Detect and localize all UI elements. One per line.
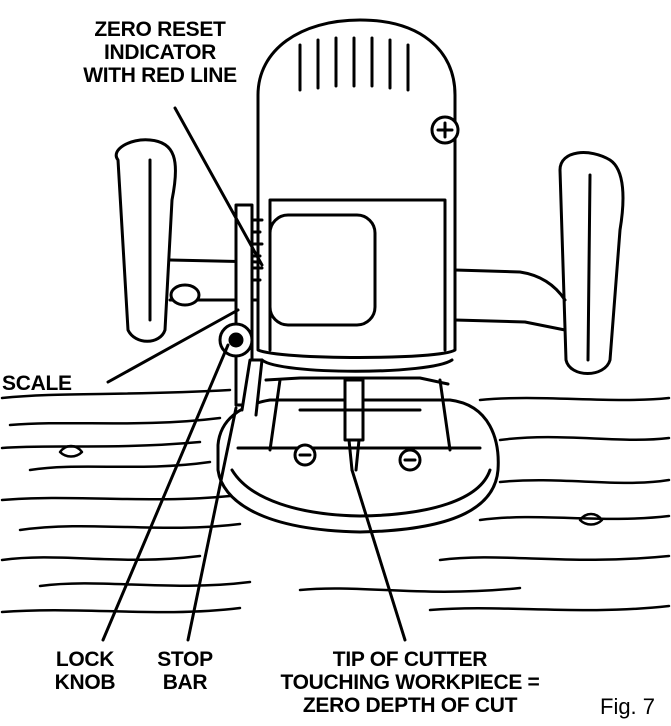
- depth-scale-assembly: [218, 203, 264, 417]
- lock-knob-line-2: KNOB: [54, 671, 116, 694]
- tip-of-cutter-label: TIP OF CUTTER TOUCHING WORKPIECE = ZERO …: [270, 648, 550, 717]
- router-motor-housing: [256, 18, 457, 386]
- zero-reset-line-1: ZERO RESET: [94, 18, 226, 41]
- tip-of-cutter-line-3: ZERO DEPTH OF CUT: [302, 694, 518, 717]
- tip-of-cutter-line-1: TIP OF CUTTER: [332, 648, 488, 671]
- right-handle: [430, 115, 625, 375]
- cutter-bit: [268, 378, 452, 472]
- leader-lines: [101, 106, 407, 642]
- stop-bar-line-1: STOP: [157, 648, 213, 671]
- zero-reset-indicator-label: ZERO RESET INDICATOR WITH RED LINE: [75, 18, 245, 87]
- left-handle: [114, 138, 260, 343]
- lock-knob-line-1: LOCK: [55, 648, 115, 671]
- stop-bar-label: STOP BAR: [140, 648, 230, 694]
- stop-bar-line-2: BAR: [162, 671, 208, 694]
- workpiece-wood-grain: [0, 388, 671, 614]
- scale-text: SCALE: [2, 372, 72, 395]
- zero-reset-line-3: WITH RED LINE: [83, 64, 237, 87]
- zero-reset-line-2: INDICATOR: [103, 41, 217, 64]
- figure-number: Fig. 7: [600, 694, 656, 719]
- lock-knob-label: LOCK KNOB: [40, 648, 130, 694]
- scale-label: SCALE: [2, 372, 102, 395]
- tip-of-cutter-line-2: TOUCHING WORKPIECE =: [280, 671, 540, 694]
- router-base: [216, 398, 500, 534]
